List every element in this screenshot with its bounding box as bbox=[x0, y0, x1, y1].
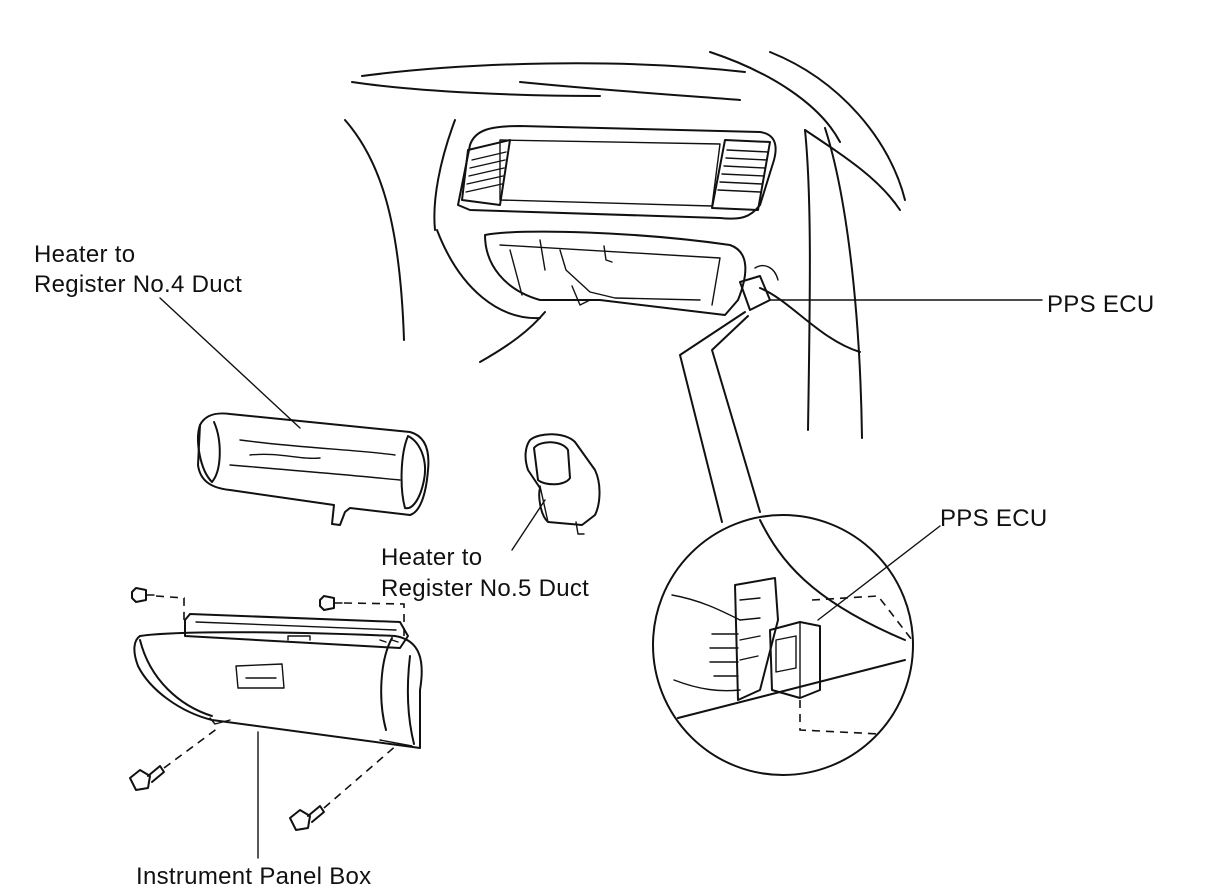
register-no5-duct bbox=[524, 433, 601, 535]
pps-ecu-detail-leader bbox=[817, 525, 941, 621]
label-heater-no5-line1: Heater to bbox=[381, 544, 483, 571]
pps-ecu-detail-view bbox=[652, 514, 914, 776]
top-screws bbox=[131, 587, 405, 636]
label-pps-ecu-detail: PPS ECU bbox=[940, 505, 1048, 532]
register-no4-duct-leader bbox=[159, 297, 301, 429]
bottom-screws bbox=[129, 727, 399, 831]
dashboard-illustration bbox=[344, 51, 906, 439]
instrument-panel-box bbox=[133, 613, 423, 749]
label-heater-no5-line2: Register No.5 Duct bbox=[381, 575, 590, 602]
glovebox-opening bbox=[484, 230, 747, 316]
right-vent bbox=[711, 139, 771, 211]
register-no4-duct bbox=[197, 412, 430, 526]
label-instrument-panel-box: Instrument Panel Box bbox=[136, 863, 372, 890]
label-heater-no4-line2: Register No.4 Duct bbox=[34, 271, 243, 298]
label-heater-no4-line1: Heater to bbox=[34, 241, 136, 268]
detail-callout-connector bbox=[679, 311, 761, 523]
label-pps-ecu-top: PPS ECU bbox=[1047, 291, 1155, 318]
left-vent bbox=[461, 139, 511, 206]
register-no5-duct-leader bbox=[511, 499, 546, 551]
